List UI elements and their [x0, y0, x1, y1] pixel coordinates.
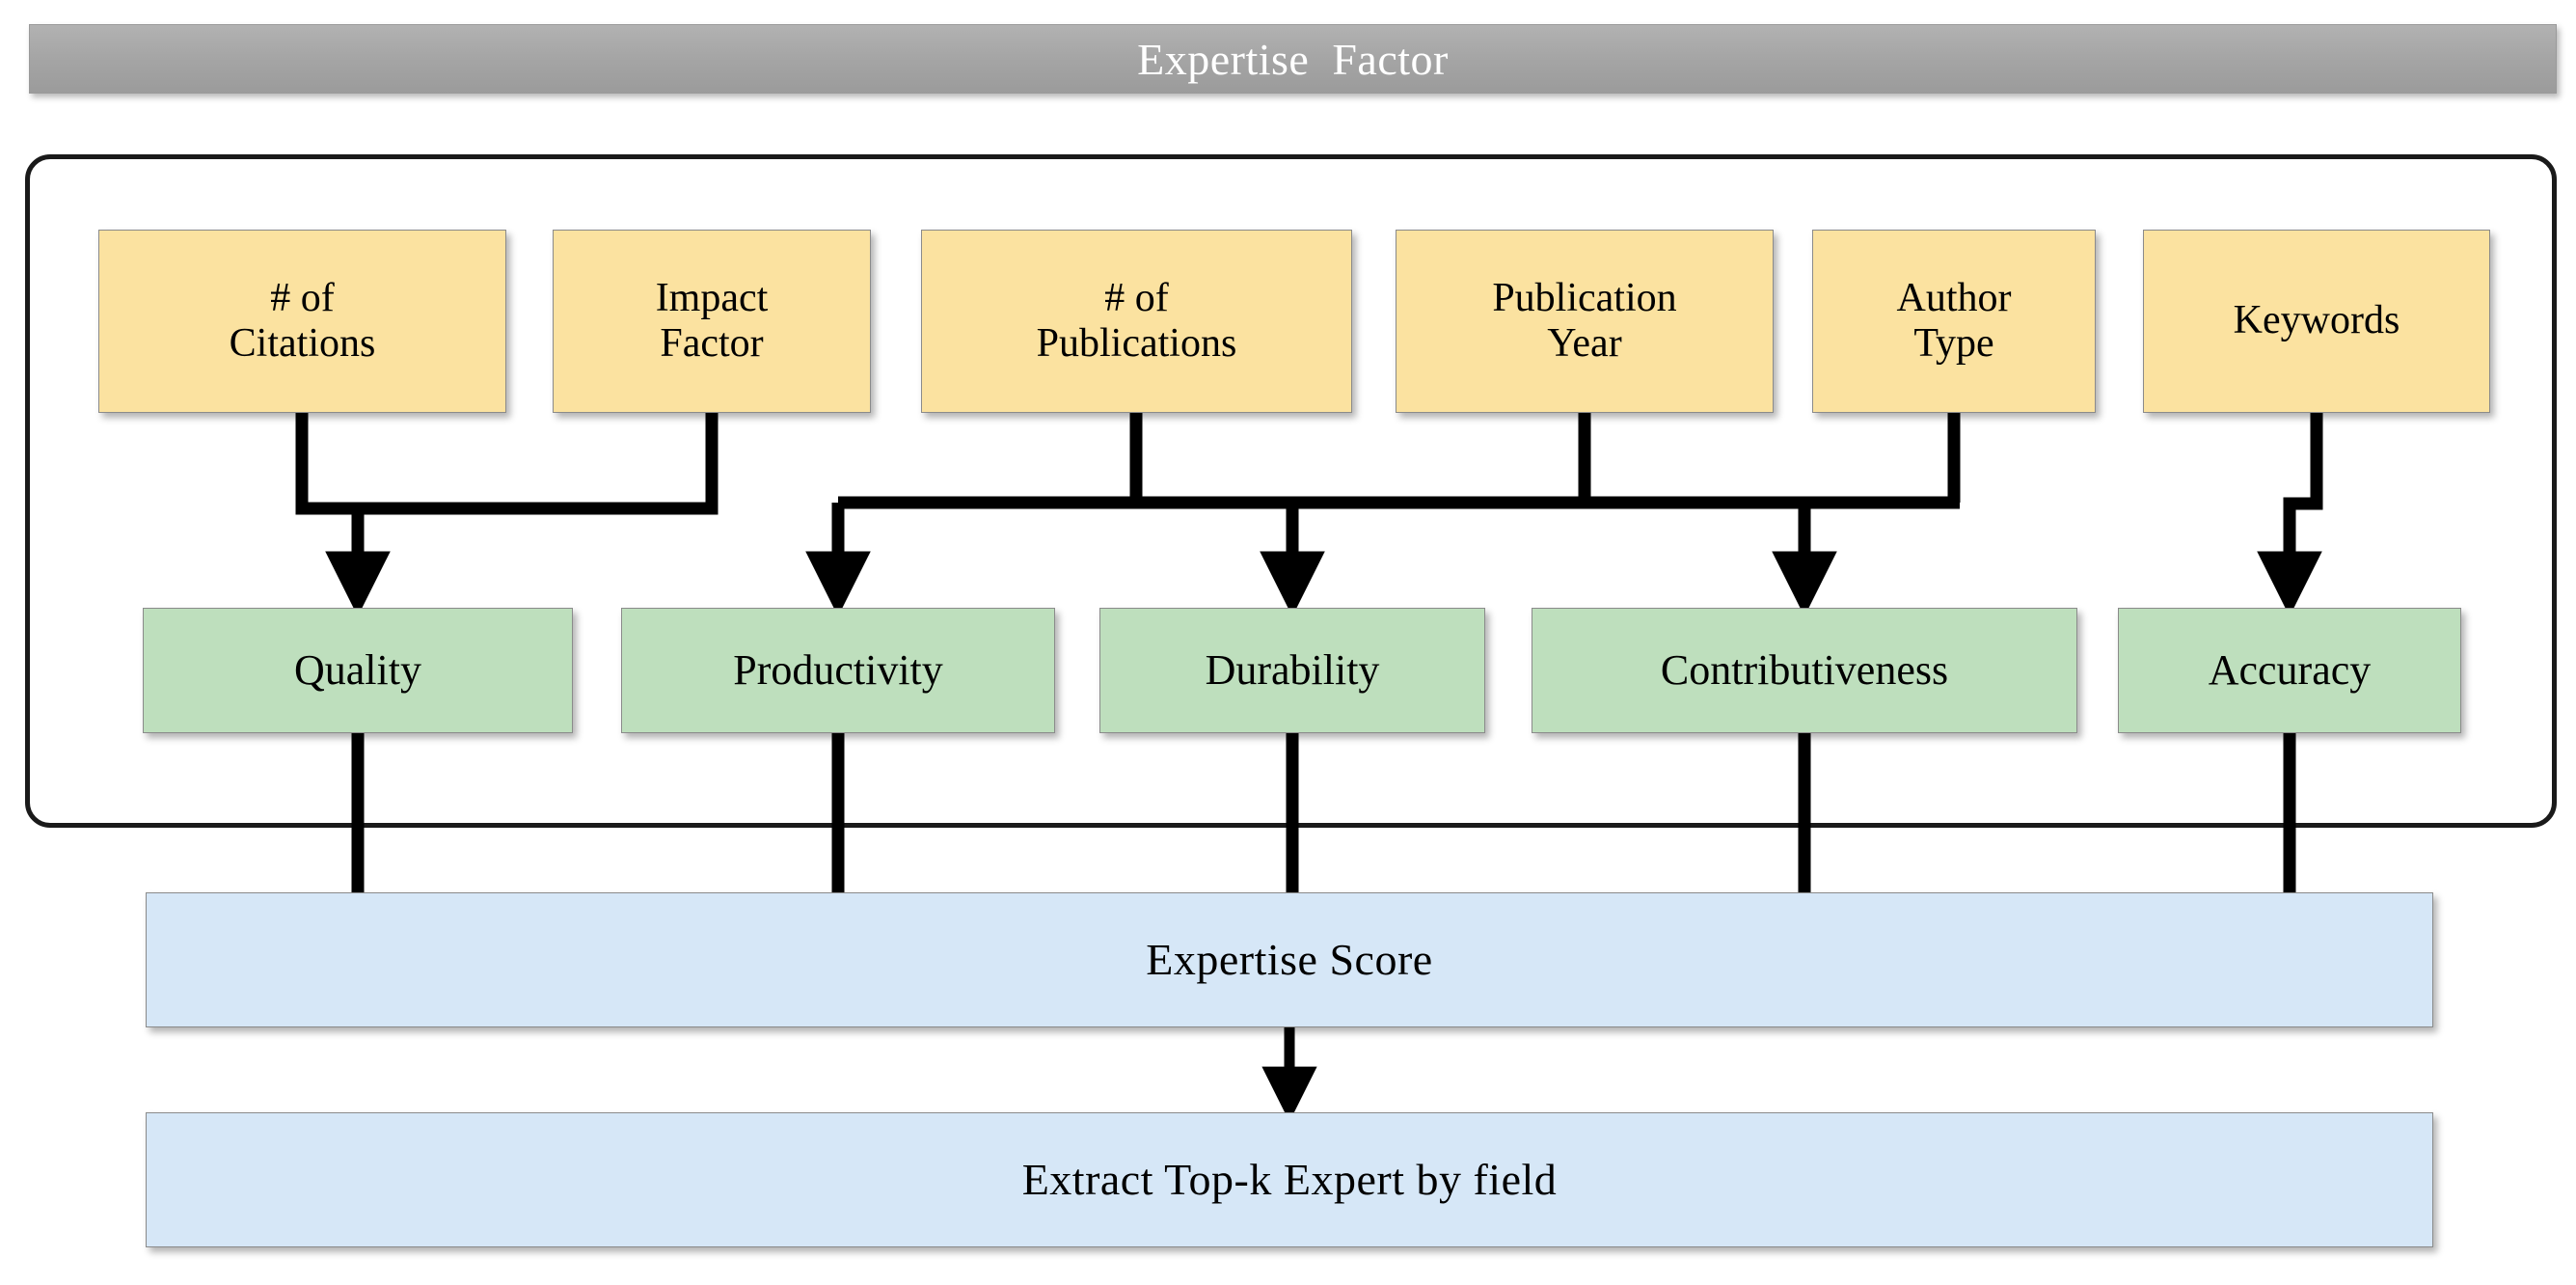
factor-label-publications: # of Publications — [1036, 275, 1237, 366]
factor-box-publication-year[interactable]: Publication Year — [1396, 230, 1774, 413]
output-label-expertise-score: Expertise Score — [1146, 935, 1433, 985]
factor-label-impact-factor: Impact Factor — [655, 275, 769, 366]
factor-box-publications[interactable]: # of Publications — [921, 230, 1352, 413]
factor-box-impact-factor[interactable]: Impact Factor — [553, 230, 871, 413]
factor-box-keywords[interactable]: Keywords — [2143, 230, 2490, 413]
metric-label-contributiveness: Contributiveness — [1660, 646, 1949, 695]
metric-box-accuracy[interactable]: Accuracy — [2118, 608, 2461, 733]
metric-box-quality[interactable]: Quality — [143, 608, 573, 733]
output-box-extract-top-k[interactable]: Extract Top-k Expert by field — [146, 1112, 2433, 1247]
metric-label-productivity: Productivity — [733, 646, 943, 695]
metric-label-durability: Durability — [1205, 646, 1380, 695]
metric-box-durability[interactable]: Durability — [1099, 608, 1485, 733]
factor-label-publication-year: Publication Year — [1492, 275, 1677, 366]
factor-label-citations: # of Citations — [229, 275, 376, 366]
expertise-factor-header: Expertise Factor — [29, 24, 2557, 94]
factor-box-citations[interactable]: # of Citations — [98, 230, 506, 413]
factor-box-author-type[interactable]: Author Type — [1812, 230, 2096, 413]
factor-label-author-type: Author Type — [1896, 275, 2012, 366]
metric-box-contributiveness[interactable]: Contributiveness — [1532, 608, 2077, 733]
header-title: Expertise Factor — [1137, 34, 1449, 84]
metric-label-accuracy: Accuracy — [2208, 646, 2372, 695]
metric-label-quality: Quality — [294, 646, 421, 695]
output-box-expertise-score[interactable]: Expertise Score — [146, 892, 2433, 1027]
output-label-extract-top-k: Extract Top-k Expert by field — [1021, 1155, 1558, 1205]
factor-label-keywords: Keywords — [2233, 298, 2400, 343]
metric-box-productivity[interactable]: Productivity — [621, 608, 1055, 733]
